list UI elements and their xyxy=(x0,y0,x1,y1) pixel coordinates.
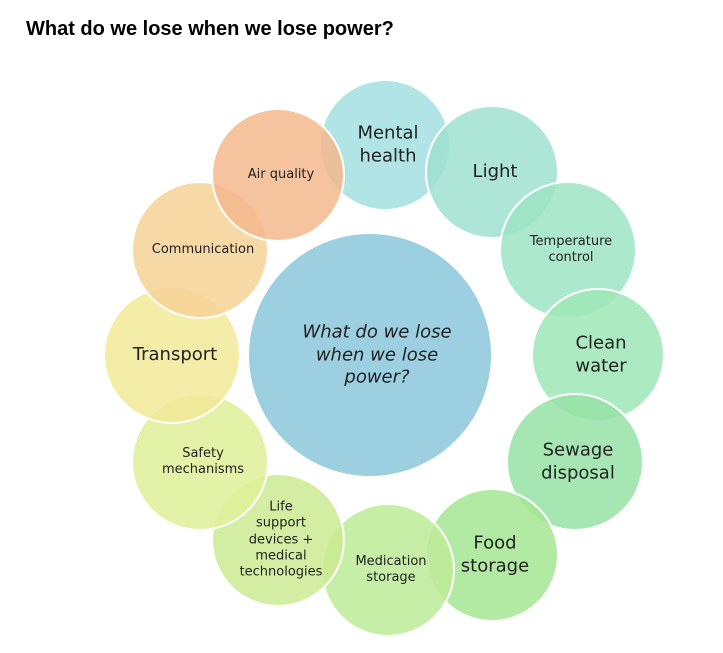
label-clean-water: Clean water xyxy=(575,332,627,377)
label-safety-mechanisms: Safety mechanisms xyxy=(161,445,245,477)
circle-air-quality xyxy=(211,108,345,242)
center-label: What do we lose when we lose power? xyxy=(302,321,452,388)
label-mental-health: Mental health xyxy=(357,122,419,167)
label-light: Light xyxy=(472,160,518,182)
label-life-support: Life support devices + medical technolog… xyxy=(239,499,323,580)
label-food-storage: Food storage xyxy=(460,532,530,577)
label-sewage-disposal: Sewage disposal xyxy=(541,439,615,484)
label-temperature-control: Temperature control xyxy=(529,233,613,265)
label-transport: Transport xyxy=(132,343,218,365)
label-communication: Communication xyxy=(151,241,255,257)
circle-sewage-disposal xyxy=(506,393,644,531)
label-air-quality: Air quality xyxy=(247,166,315,182)
page-title: What do we lose when we lose power? xyxy=(26,18,394,40)
center-circle xyxy=(247,232,493,478)
label-medication-storage: Medication storage xyxy=(355,553,427,585)
